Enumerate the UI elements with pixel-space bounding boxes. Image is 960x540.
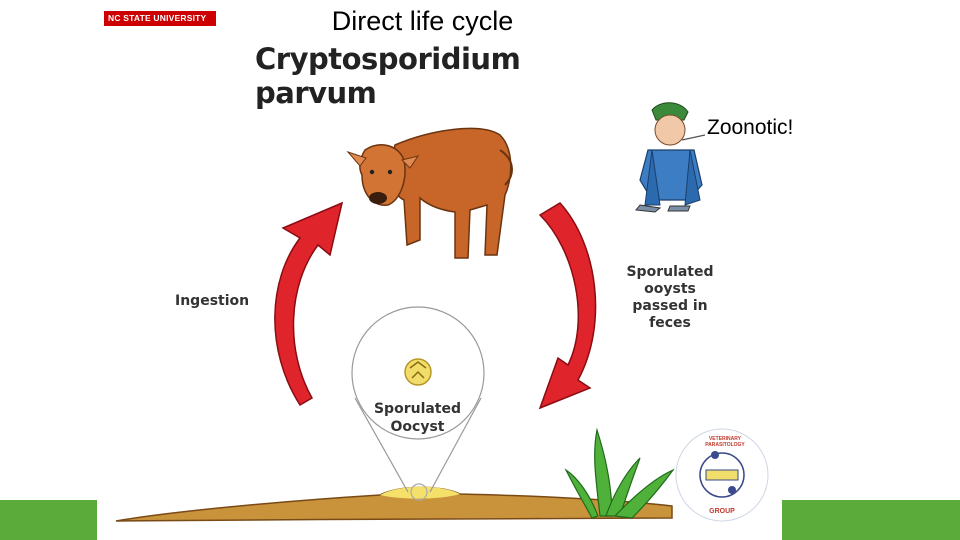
seal-text-bottom: GROUP bbox=[709, 508, 735, 515]
sporulated-line1: Sporulated bbox=[626, 264, 714, 280]
slide-title: Direct life cycle bbox=[331, 6, 514, 36]
ncsu-logo: NC STATE UNIVERSITY bbox=[104, 11, 216, 26]
sporulated-line4: feces bbox=[649, 315, 691, 331]
magnifier-outline bbox=[351, 306, 485, 501]
ingestion-label: Ingestion bbox=[175, 293, 250, 309]
oocyst-line2: Oocyst bbox=[390, 419, 445, 435]
oocyst-line1: Sporulated bbox=[373, 401, 462, 417]
seal-text-top: VETERINARY PARASITOLOGY bbox=[705, 436, 745, 448]
sporulated-line3: passed in bbox=[632, 298, 708, 314]
zoonotic-label: Zoonotic! bbox=[707, 116, 794, 139]
man-in-robe-illustration bbox=[635, 102, 706, 213]
ground-feces-icon bbox=[115, 486, 673, 522]
sporulated-line2: ooysts bbox=[644, 281, 696, 297]
sporulated-feces-label: Sporulated ooysts passed in feces bbox=[616, 264, 724, 332]
oocyst-icon bbox=[404, 358, 432, 386]
oocyst-label: Sporulated Oocyst bbox=[370, 400, 465, 436]
red-curved-arrow-left bbox=[274, 201, 344, 407]
parasitology-seal bbox=[675, 428, 769, 522]
right-green-bar bbox=[782, 500, 960, 540]
grass-icon bbox=[564, 427, 675, 519]
left-green-bar bbox=[0, 500, 97, 540]
red-curved-arrow-right bbox=[538, 202, 597, 410]
calf-illustration bbox=[346, 127, 513, 259]
slide-subtitle: Cryptosporidium parvum bbox=[255, 42, 521, 110]
